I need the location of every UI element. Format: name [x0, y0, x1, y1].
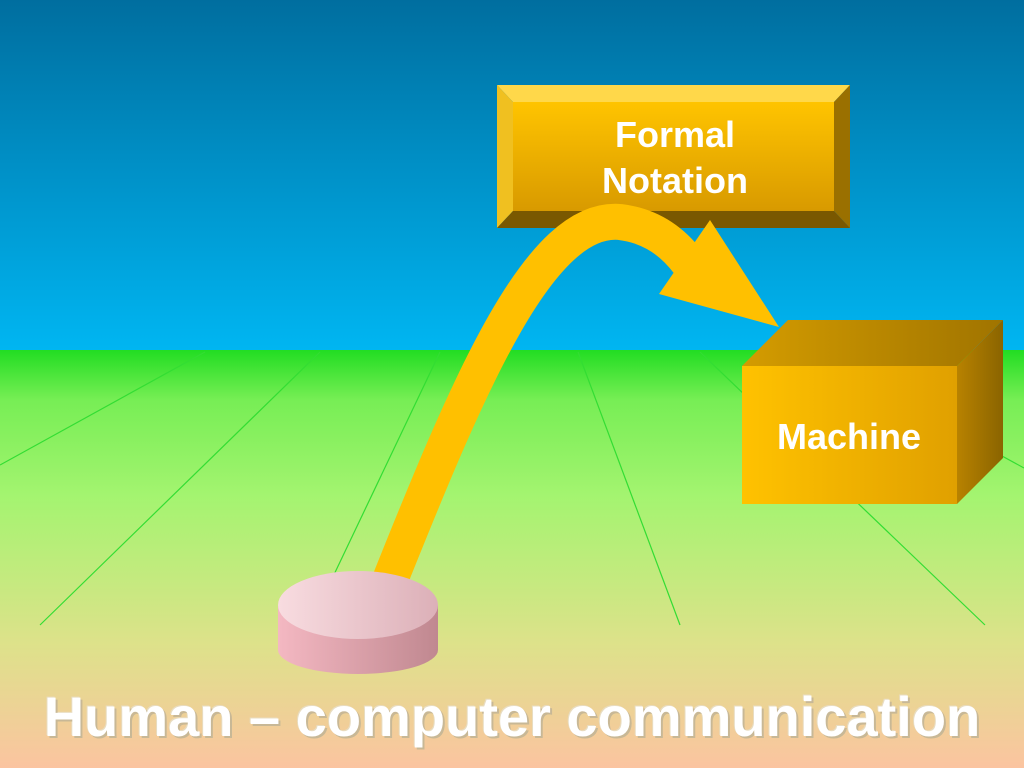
machine-label: Machine — [776, 416, 922, 457]
formal-notation-line1: Formal — [614, 114, 736, 155]
formal-notation-label: Formal Notation — [520, 112, 830, 204]
slide-title: Human – computer communication — [43, 685, 981, 748]
machine-cube — [742, 320, 1003, 504]
human-cylinder — [278, 571, 438, 674]
communication-arrow — [373, 203, 779, 587]
formal-notation-line2: Notation — [602, 160, 748, 201]
